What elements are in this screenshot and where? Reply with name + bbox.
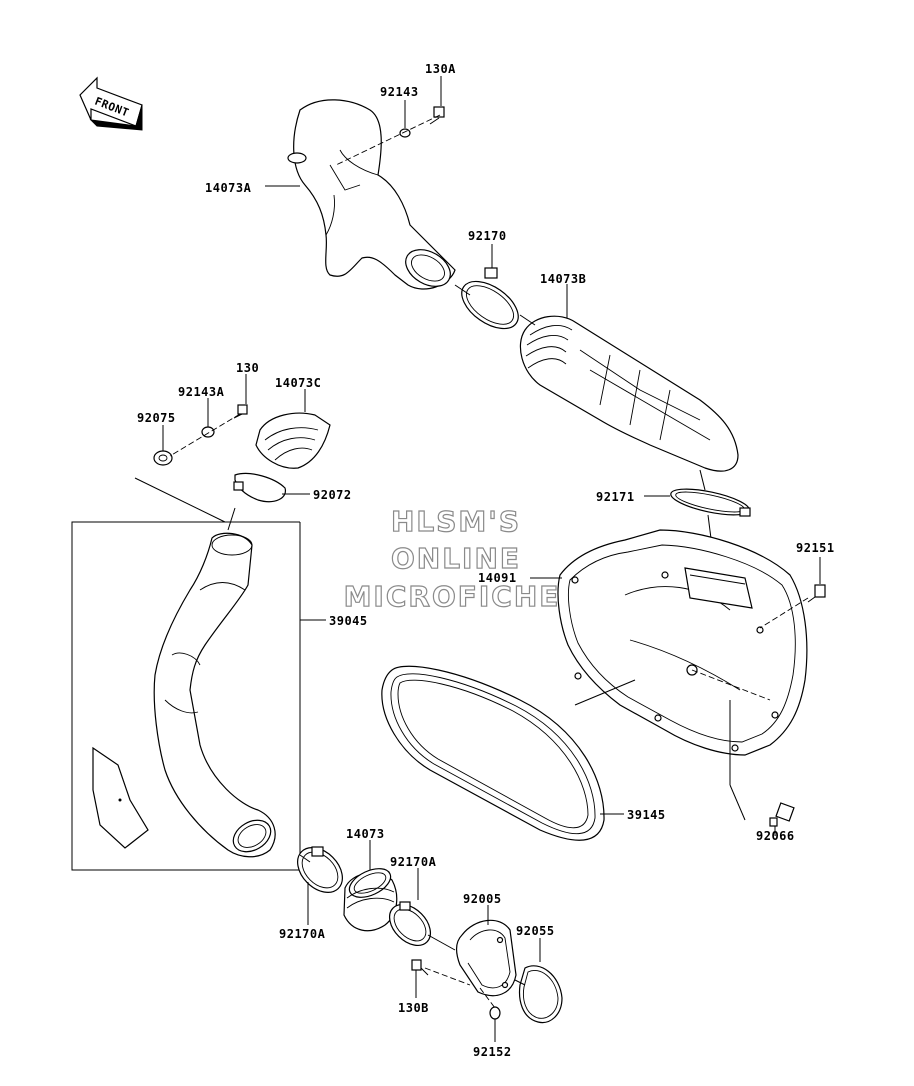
label-130: 130 [236,361,259,375]
label-92005: 92005 [463,892,502,906]
cover-14091 [557,529,808,756]
belt-39145 [381,665,605,841]
duct-39045 [153,532,276,858]
label-14073B: 14073B [540,272,586,286]
label-92055: 92055 [516,924,555,938]
label-92066: 92066 [756,829,795,843]
coupler-14073 [343,868,398,932]
bolt-130 [233,404,248,419]
label-92072: 92072 [313,488,352,502]
label-39145: 39145 [627,808,666,822]
label-92143: 92143 [380,85,419,99]
front-arrow-icon: FRONT [79,76,143,131]
bolt-130B [411,959,429,976]
washer-92143 [399,128,411,138]
plug-92152 [489,1006,501,1020]
plug-92066 [769,802,795,827]
cover-14073C [255,412,331,469]
label-92170: 92170 [468,229,507,243]
clamp-92170 [461,267,519,330]
label-92151: 92151 [796,541,835,555]
clamp-92170A-left [297,846,343,893]
label-14091: 14091 [478,571,517,585]
watermark-line-2: ONLINE [391,542,521,575]
label-130B: 130B [398,1001,429,1015]
watermark: HLSM'S ONLINE MICROFICHE [343,504,561,613]
label-92075: 92075 [137,411,176,425]
clamp-92072 [233,472,286,503]
watermark-line-1: HLSM'S [391,505,521,538]
label-39045: 39045 [329,614,368,628]
clamp-92170A-right [389,901,431,946]
label-14073A: 14073A [205,181,252,195]
watermark-line-3: MICROFICHE [344,580,561,613]
label-92170A-top: 92170A [390,855,437,869]
clamp-92171 [670,488,751,517]
cap-92005 [455,919,517,997]
washer-92143A [201,426,215,438]
duct-14073B [519,315,739,472]
bolt-130A [429,106,445,125]
label-plate [92,746,149,849]
label-92171: 92171 [596,490,635,504]
label-92143A: 92143A [178,385,225,399]
label-14073C: 14073C [275,376,321,390]
gasket-92055 [518,965,563,1024]
label-92170A-bottom: 92170A [279,927,326,941]
label-130A: 130A [425,62,456,76]
grommet-92075 [153,450,173,466]
label-14073: 14073 [346,827,385,841]
duct-14073A [287,99,456,290]
label-92152: 92152 [473,1045,512,1059]
bolt-92151 [807,584,826,603]
